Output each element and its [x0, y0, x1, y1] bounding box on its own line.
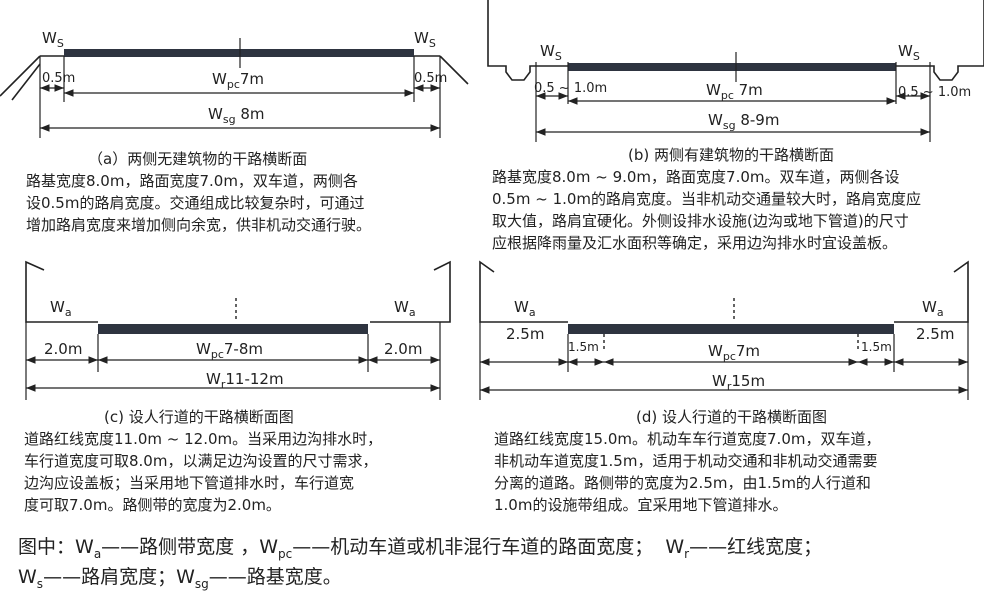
- ws-left-label: WS: [42, 29, 64, 50]
- left-building-ditch: [487, 0, 568, 81]
- legend-line-2: Ws——路肩宽度；Wsg——路基宽度。: [18, 566, 822, 596]
- legend-prefix: 图中：: [18, 536, 76, 558]
- side-right-label-c: 2.0m: [384, 340, 422, 358]
- ws-right-label-b: WS: [898, 42, 920, 63]
- right-building-ditch: [896, 65, 984, 81]
- shoulder-left-label: 0.5m: [42, 71, 75, 86]
- wa-right-label-d: Wa: [922, 298, 944, 319]
- wsg-label: Wsg 8m: [208, 105, 265, 126]
- legend-wa-sub: a: [93, 546, 102, 561]
- left-slope: [0, 55, 41, 97]
- legend-wsg-def: ——路基宽度。: [208, 565, 342, 588]
- panel-a-labels: WS WS 0.5m 0.5m Wpc7m Wsg 8m: [42, 29, 447, 126]
- legend: 图中：Wa——路侧带宽度 ，Wpc——机动车道或机非混行车道的路面宽度； Wr—…: [18, 536, 822, 596]
- ws-right-label: WS: [414, 29, 436, 50]
- panel-a-drawing: [0, 38, 469, 138]
- panel-c-desc-line: 度可取7.0m。路侧带的宽度为2.0m。: [24, 496, 281, 514]
- wr-label-c: Wr11-12m: [206, 370, 284, 391]
- legend-wr-sub: r: [684, 546, 690, 561]
- panel-d-desc-line: 分离的道路。路侧带的宽度为2.5m，由1.5m的人行道和: [494, 474, 871, 492]
- panel-a-desc-line: 增加路肩宽度来增加侧向余宽，供非机动交通行驶。: [26, 216, 372, 234]
- legend-wpc-sub: pc: [278, 546, 293, 561]
- panel-c-drawing: [25, 260, 451, 400]
- carriageway-bar: [98, 324, 368, 334]
- panel-d-desc-line: 非机动车道宽度1.5m，适用于机动交通和非机动交通需要: [494, 452, 878, 470]
- panel-b-labels: WS WS 0.5 ~ 1.0m 0.5 ~ 1.0m Wpc 7m Wsg 8…: [534, 42, 971, 132]
- bike-left-label-d: 1.5m: [568, 340, 599, 354]
- panel-b-desc-line: 取大值，路肩宜硬化。外侧设排水设施(边沟或地下管道)的尺寸: [492, 212, 909, 230]
- left-slope-inner: [11, 63, 41, 101]
- panel-c-desc-line: 边沟应设盖板；当采用地下管道排水时，车行道宽: [24, 474, 355, 492]
- panel-d-desc-line: 道路红线宽度15.0m。机动车车行道宽度7.0m，双车道，: [494, 430, 881, 448]
- legend-ws-def: ——路肩宽度；: [43, 565, 177, 588]
- shoulder-right-label-b: 0.5 ~ 1.0m: [898, 85, 971, 100]
- panel-b-desc-line: 路基宽度8.0m ~ 9.0m，路面宽度7.0m。双车道，两侧各设: [492, 168, 900, 186]
- panel-b-title: (b) 两侧有建筑物的干路横断面: [628, 146, 834, 164]
- wpc-label-b: Wpc 7m: [706, 81, 763, 102]
- legend-ws: W: [18, 565, 37, 588]
- panel-c-title: (c) 设人行道的干路横断面图: [104, 408, 294, 426]
- panel-b-desc-line: 0.5m ~ 1.0m的路肩宽度。当非机动交通量较大时，路肩宽度应: [492, 190, 922, 208]
- right-curb-d: [894, 260, 969, 323]
- legend-wr-def: ——红线宽度；: [689, 536, 823, 558]
- legend-wpc-def: ——机动车道或机非混行车道的路面宽度；: [292, 536, 654, 558]
- right-curb: [370, 260, 451, 323]
- side-left-label-c: 2.0m: [44, 340, 82, 358]
- wsg-label-b: Wsg 8-9m: [708, 111, 779, 132]
- bike-right-label-d: 1.5m: [861, 340, 892, 354]
- panel-d-title: (d) 设人行道的干路横断面图: [636, 408, 827, 426]
- panel-d-drawing: [479, 260, 969, 400]
- legend-wa: W: [75, 536, 94, 558]
- legend-wsg: W: [176, 565, 195, 588]
- panel-c-desc: 道路红线宽度11.0m ~ 12.0m。当采用边沟排水时， 车行道宽度可取8.0…: [24, 428, 382, 516]
- pavement-bar-b: [568, 63, 896, 71]
- side-right-label-d: 2.5m: [916, 325, 954, 343]
- pavement-bar: [64, 49, 414, 57]
- carriageway-bar-d: [568, 324, 894, 334]
- panel-c-desc-line: 道路红线宽度11.0m ~ 12.0m。当采用边沟排水时，: [24, 430, 383, 448]
- panel-a-desc-line: 路基宽度8.0m，路面宽度7.0m，双车道，两侧各: [26, 172, 358, 190]
- panel-a-desc-line: 设0.5m的路肩宽度。交通组成比较复杂时，可通过: [26, 194, 365, 212]
- panel-c-desc-line: 车行道宽度可取8.0m，以满足边沟设置的尺寸需求，: [24, 452, 378, 470]
- panel-b-desc-line: 应根据降雨量及汇水面积等确定，采用边沟排水时宜设盖板。: [492, 234, 898, 252]
- panel-d-labels: Wa Wa 2.5m 2.5m 1.5m 1.5m Wpc7m Wr15m: [506, 298, 954, 393]
- panel-d-desc-line: 1.0m的设施带组成。宜采用地下管道排水。: [494, 496, 788, 514]
- wpc-label-d: Wpc7m: [708, 342, 760, 363]
- left-curb-d: [479, 260, 568, 323]
- right-slope: [439, 55, 469, 85]
- left-curb: [25, 260, 98, 323]
- wpc-label: Wpc7m: [212, 70, 264, 91]
- panel-c-labels: Wa Wa 2.0m 2.0m Wpc7-8m Wr11-12m: [44, 298, 422, 391]
- panel-b-desc: 路基宽度8.0m ~ 9.0m，路面宽度7.0m。双车道，两侧各设 0.5m ~…: [492, 166, 921, 254]
- legend-wa-def: ——路侧带宽度 ，: [101, 536, 260, 558]
- panel-d-desc: 道路红线宽度15.0m。机动车车行道宽度7.0m，双车道， 非机动车道宽度1.5…: [494, 428, 880, 516]
- panel-b-drawing: [487, 0, 984, 142]
- wa-right-label-c: Wa: [394, 298, 416, 319]
- wa-left-label-d: Wa: [514, 298, 536, 319]
- cross-section-drawings: WS WS 0.5m 0.5m Wpc7m Wsg 8m WS WS 0.5 ~…: [0, 0, 984, 400]
- shoulder-right-label: 0.5m: [414, 71, 447, 86]
- side-left-label-d: 2.5m: [506, 325, 544, 343]
- shoulder-left-label-b: 0.5 ~ 1.0m: [534, 81, 607, 96]
- legend-line-1: 图中：Wa——路侧带宽度 ，Wpc——机动车道或机非混行车道的路面宽度； Wr—…: [18, 536, 822, 566]
- wa-left-label-c: Wa: [50, 298, 72, 319]
- wr-label-d: Wr15m: [712, 372, 765, 393]
- legend-wr: W: [665, 536, 685, 558]
- wpc-label-c: Wpc7-8m: [196, 340, 263, 361]
- legend-wpc: W: [259, 536, 279, 558]
- panel-a-title: （a）两侧无建筑物的干路横断面: [88, 150, 308, 168]
- panel-a-desc: 路基宽度8.0m，路面宽度7.0m，双车道，两侧各 设0.5m的路肩宽度。交通组…: [26, 170, 371, 236]
- ws-left-label-b: WS: [540, 42, 562, 63]
